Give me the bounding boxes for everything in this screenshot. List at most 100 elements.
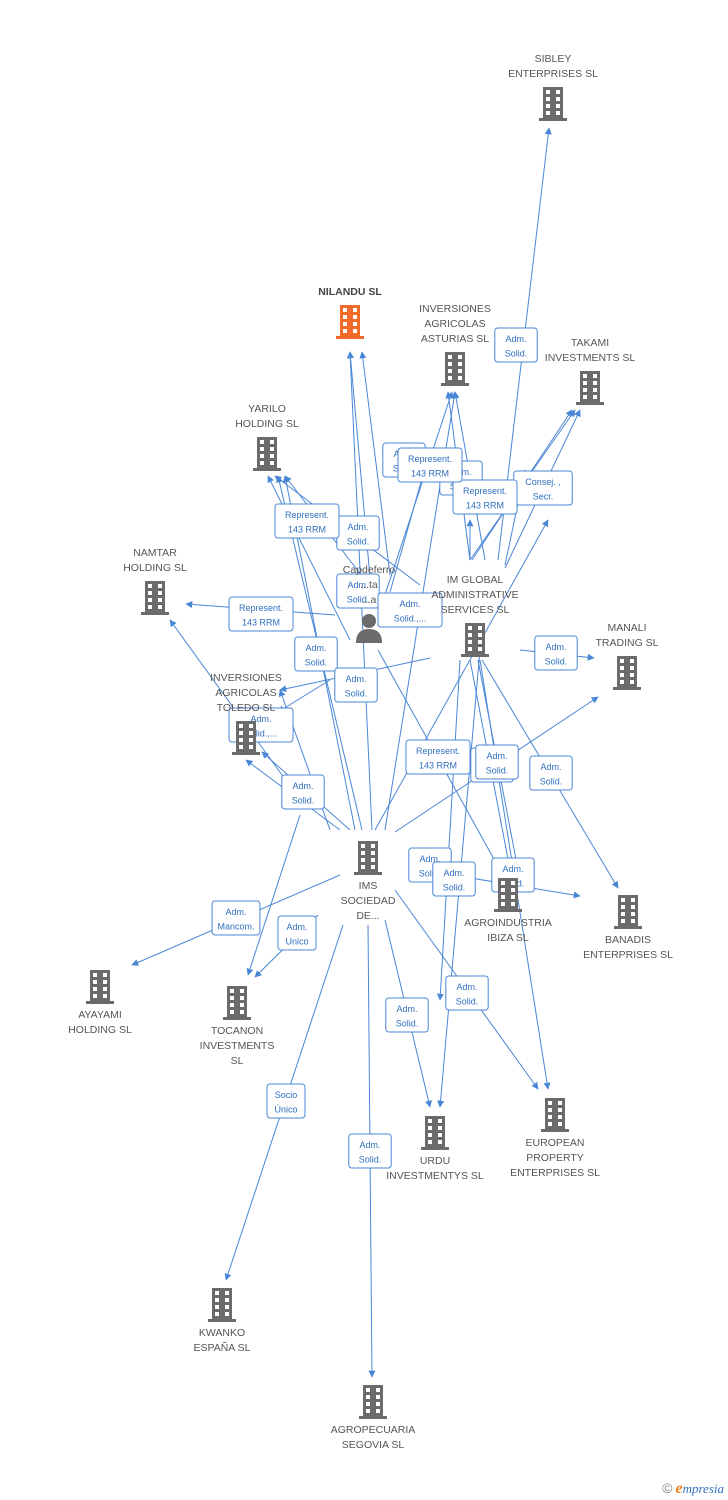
building-icon xyxy=(223,986,251,1020)
relation-label[interactable]: Adm.Solid. xyxy=(385,997,429,1033)
relation-label[interactable]: Adm.Solid. xyxy=(281,774,325,810)
relation-label[interactable]: Represent.143 RRM xyxy=(405,739,471,775)
relation-label-text: Adm. xyxy=(419,854,440,864)
relation-label-text: Solid. xyxy=(359,1155,382,1165)
relation-line xyxy=(267,475,351,641)
relation-label-text: Adm. xyxy=(286,922,307,932)
building-icon xyxy=(576,371,604,405)
relation-label[interactable]: Adm. Solid. xyxy=(336,573,380,609)
edge-labels-layer: Adm. Solid. Consej. ,Secr. Adm. Solid. Repres… xyxy=(211,327,578,1169)
node-nilandu[interactable]: NILANDU SL xyxy=(318,286,382,339)
relation-label[interactable]: Adm.Solid. xyxy=(336,515,380,551)
relation-label[interactable]: Adm.Solid. xyxy=(534,635,578,671)
node-takami[interactable]: TAKAMI INVESTMENTS SL xyxy=(545,337,636,405)
relation-label[interactable]: Consej. ,Secr. xyxy=(513,470,573,506)
relation-label-text: Solid.,... xyxy=(394,614,427,624)
relation-label[interactable]: Adm.Solid. xyxy=(529,755,573,791)
relation-label[interactable]: Represent.143 RRM xyxy=(397,447,463,483)
relation-label-text: 143 RRM xyxy=(411,469,449,479)
node-label: INVERSIONES xyxy=(419,303,491,315)
node-person[interactable]: Capdeferro...ta...a xyxy=(343,564,396,643)
node-label: NAMTAR xyxy=(133,547,177,559)
relation-label[interactable]: Adm. Mancom. xyxy=(211,900,261,936)
node-label: Capdeferro xyxy=(343,564,396,576)
node-label: IMS xyxy=(359,880,378,892)
relation-label[interactable]: Adm.Solid. xyxy=(445,975,489,1011)
node-label: TOLEDO SL xyxy=(217,702,276,714)
relation-label-text: Único xyxy=(274,1105,297,1115)
brand-initial: e xyxy=(675,1480,683,1497)
relation-label-text: Solid. xyxy=(305,658,328,668)
relation-label[interactable]: Represent.143 RRM xyxy=(274,503,340,539)
edges-layer xyxy=(131,127,619,1378)
building-icon xyxy=(539,87,567,121)
relation-label[interactable]: Adm. Solid.,... xyxy=(377,592,443,628)
building-icon xyxy=(253,437,281,471)
node-sibley[interactable]: SIBLEY ENTERPRISES SL xyxy=(508,53,598,121)
node-ims[interactable]: IMSSOCIEDADDE... xyxy=(341,841,396,922)
node-label: IM GLOBAL xyxy=(447,574,504,586)
relation-label-text: Solid. xyxy=(347,537,370,547)
node-label: TOCANON xyxy=(211,1025,263,1037)
relation-label-text: Consej. , xyxy=(525,477,561,487)
node-label: TAKAMI xyxy=(571,337,609,349)
relation-label[interactable]: Adm.Unico xyxy=(277,915,317,951)
node-label: INVESTMENTYS SL xyxy=(386,1170,484,1182)
node-label: SEGOVIA SL xyxy=(342,1439,405,1451)
relation-label-text: Adm. xyxy=(443,868,464,878)
relation-label-text: Represent. xyxy=(239,603,283,613)
relation-label-text: Solid. xyxy=(347,595,370,605)
connection-line xyxy=(347,351,373,601)
relation-label-text: Solid.,... xyxy=(245,729,278,739)
building-icon xyxy=(613,656,641,690)
relation-label-text: Adm. xyxy=(399,599,420,609)
node-label: AGRICOLAS xyxy=(424,318,485,330)
relation-label-text: Solid. xyxy=(545,657,568,667)
relation-label[interactable]: Adm.Solid. xyxy=(348,1133,392,1169)
node-label: INVERSIONES xyxy=(210,672,282,684)
relation-label[interactable]: Represent.143 RRM xyxy=(452,479,518,515)
node-label: ENTERPRISES SL xyxy=(510,1167,600,1179)
relation-label[interactable]: Represent. 143 RRM xyxy=(228,596,294,632)
relation-label[interactable]: Adm.Solid. xyxy=(294,636,338,672)
relation-label-text: Adm. xyxy=(225,907,246,917)
relation-label-text: Mancom. xyxy=(217,922,254,932)
relation-line xyxy=(379,391,454,611)
relation-label-text: Solid. xyxy=(505,349,528,359)
node-label: YARILO xyxy=(248,403,286,415)
node-label: ENTERPRISES SL xyxy=(508,68,598,80)
relation-label-text: 143 RRM xyxy=(242,618,280,628)
node-inv_ast[interactable]: INVERSIONES AGRICOLAS ASTURIAS SL xyxy=(419,303,491,386)
relation-label-text: Adm. xyxy=(502,864,523,874)
copyright-icon: © xyxy=(662,1480,673,1496)
building-icon xyxy=(336,305,364,339)
relation-label[interactable]: Adm.Solid. xyxy=(494,327,538,363)
node-label: INVESTMENTS SL xyxy=(545,352,636,364)
building-icon xyxy=(141,581,169,615)
building-icon xyxy=(541,1098,569,1132)
node-label: EUROPEAN xyxy=(526,1137,585,1149)
empresia-logo[interactable]: ©empresia xyxy=(662,1480,724,1498)
relation-label-text: Adm. xyxy=(347,580,368,590)
building-icon xyxy=(354,841,382,875)
node-label: ASTURIAS SL xyxy=(421,333,489,345)
relation-label-text: Adm. xyxy=(396,1004,417,1014)
relation-label[interactable]: Adm.Solid. xyxy=(475,744,519,780)
relation-label[interactable]: Adm.Solid. xyxy=(432,861,476,897)
node-label: SIBLEY xyxy=(535,53,572,65)
relation-label[interactable]: Adm.Solid. xyxy=(334,667,378,703)
